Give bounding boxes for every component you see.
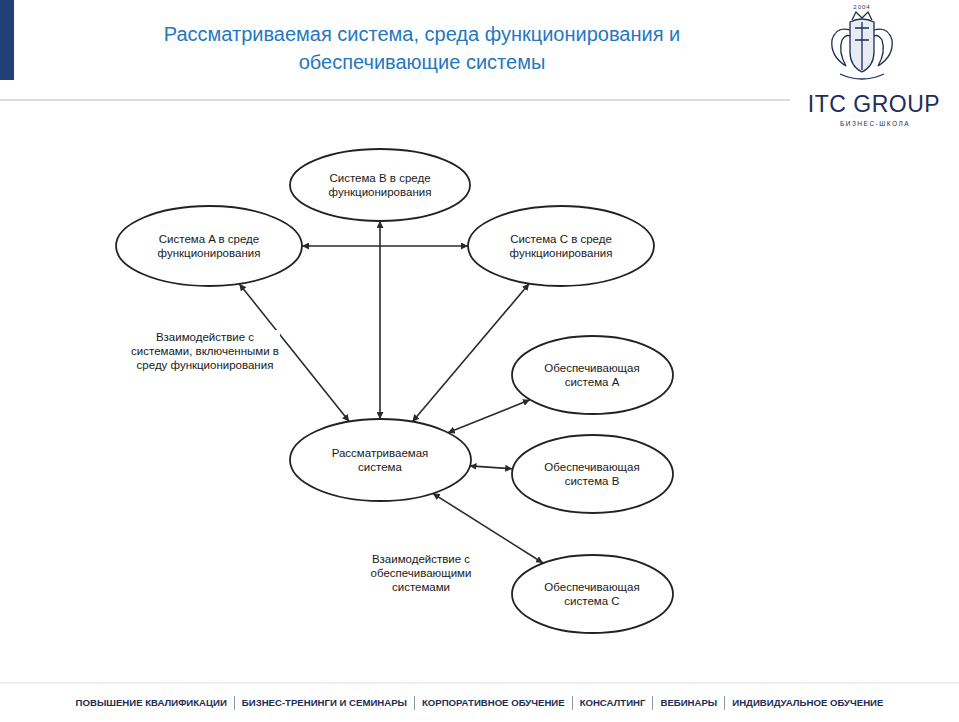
footer-item: ПОВЫШЕНИЕ КВАЛИФИКАЦИИ <box>69 696 234 710</box>
ellipse-outline <box>115 205 303 287</box>
system-ellipse: Обеспечивающая система C <box>511 554 674 634</box>
interaction-arrow <box>302 245 468 247</box>
system-ellipse: Система C в среде функционирования <box>467 205 655 287</box>
system-ellipse: Обеспечивающая система B <box>511 434 674 514</box>
accent-bar <box>0 0 14 80</box>
logo-crest <box>832 12 892 79</box>
system-ellipse: Система B в среде функционирования <box>289 148 471 222</box>
system-ellipse: Рассматриваемая система <box>289 418 472 502</box>
ellipse-outline <box>289 148 471 222</box>
logo-name: ITC GROUP <box>790 91 958 117</box>
ellipse-outline <box>289 418 472 502</box>
logo-subtitle: БИЗНЕС-ШКОЛА <box>800 120 950 128</box>
interaction-note: Взаимодействие с системами, включенными … <box>130 330 280 372</box>
interaction-note: Взаимодействие с обеспечивающими система… <box>352 552 490 594</box>
ellipse-outline <box>511 335 674 415</box>
footer-item: ИНДИВИДУАЛЬНОЕ ОБУЧЕНИЕ <box>724 696 890 710</box>
ellipse-outline <box>467 205 655 287</box>
system-ellipse: Система A в среде функционирования <box>115 205 303 287</box>
ellipse-outline <box>511 434 674 514</box>
footer-bar: ПОВЫШЕНИЕ КВАЛИФИКАЦИИБИЗНЕС-ТРЕНИНГИ И … <box>0 688 959 718</box>
interaction-arrow <box>379 221 381 419</box>
interaction-arrow <box>412 284 529 422</box>
header-rule <box>0 100 790 101</box>
node-label: Система B в среде функционирования <box>328 171 432 199</box>
node-label: Система C в среде функционирования <box>509 232 613 260</box>
system-ellipse: Обеспечивающая система A <box>511 335 674 415</box>
ellipse-outline <box>511 554 674 634</box>
footer-item: ВЕБИНАРЫ <box>652 696 724 710</box>
footer-item: БИЗНЕС-ТРЕНИНГИ И СЕМИНАРЫ <box>234 696 414 710</box>
node-label: Система A в среде функционирования <box>157 232 261 260</box>
footer-rule <box>0 683 959 684</box>
node-label: Обеспечивающая система A <box>542 361 642 389</box>
interaction-arrow <box>448 400 530 433</box>
footer-item: КОНСАЛТИНГ <box>572 696 653 710</box>
node-label: Обеспечивающая система B <box>542 460 642 488</box>
logo-year: 2004 <box>842 4 882 11</box>
footer-item: КОРПОРАТИВНОЕ ОБУЧЕНИЕ <box>414 696 572 710</box>
slide-title: Рассматриваемая система, среда функциони… <box>112 20 732 76</box>
node-label: Обеспечивающая система C <box>542 580 642 608</box>
node-label: Рассматриваемая система <box>328 446 432 474</box>
interaction-arrow <box>470 466 513 469</box>
